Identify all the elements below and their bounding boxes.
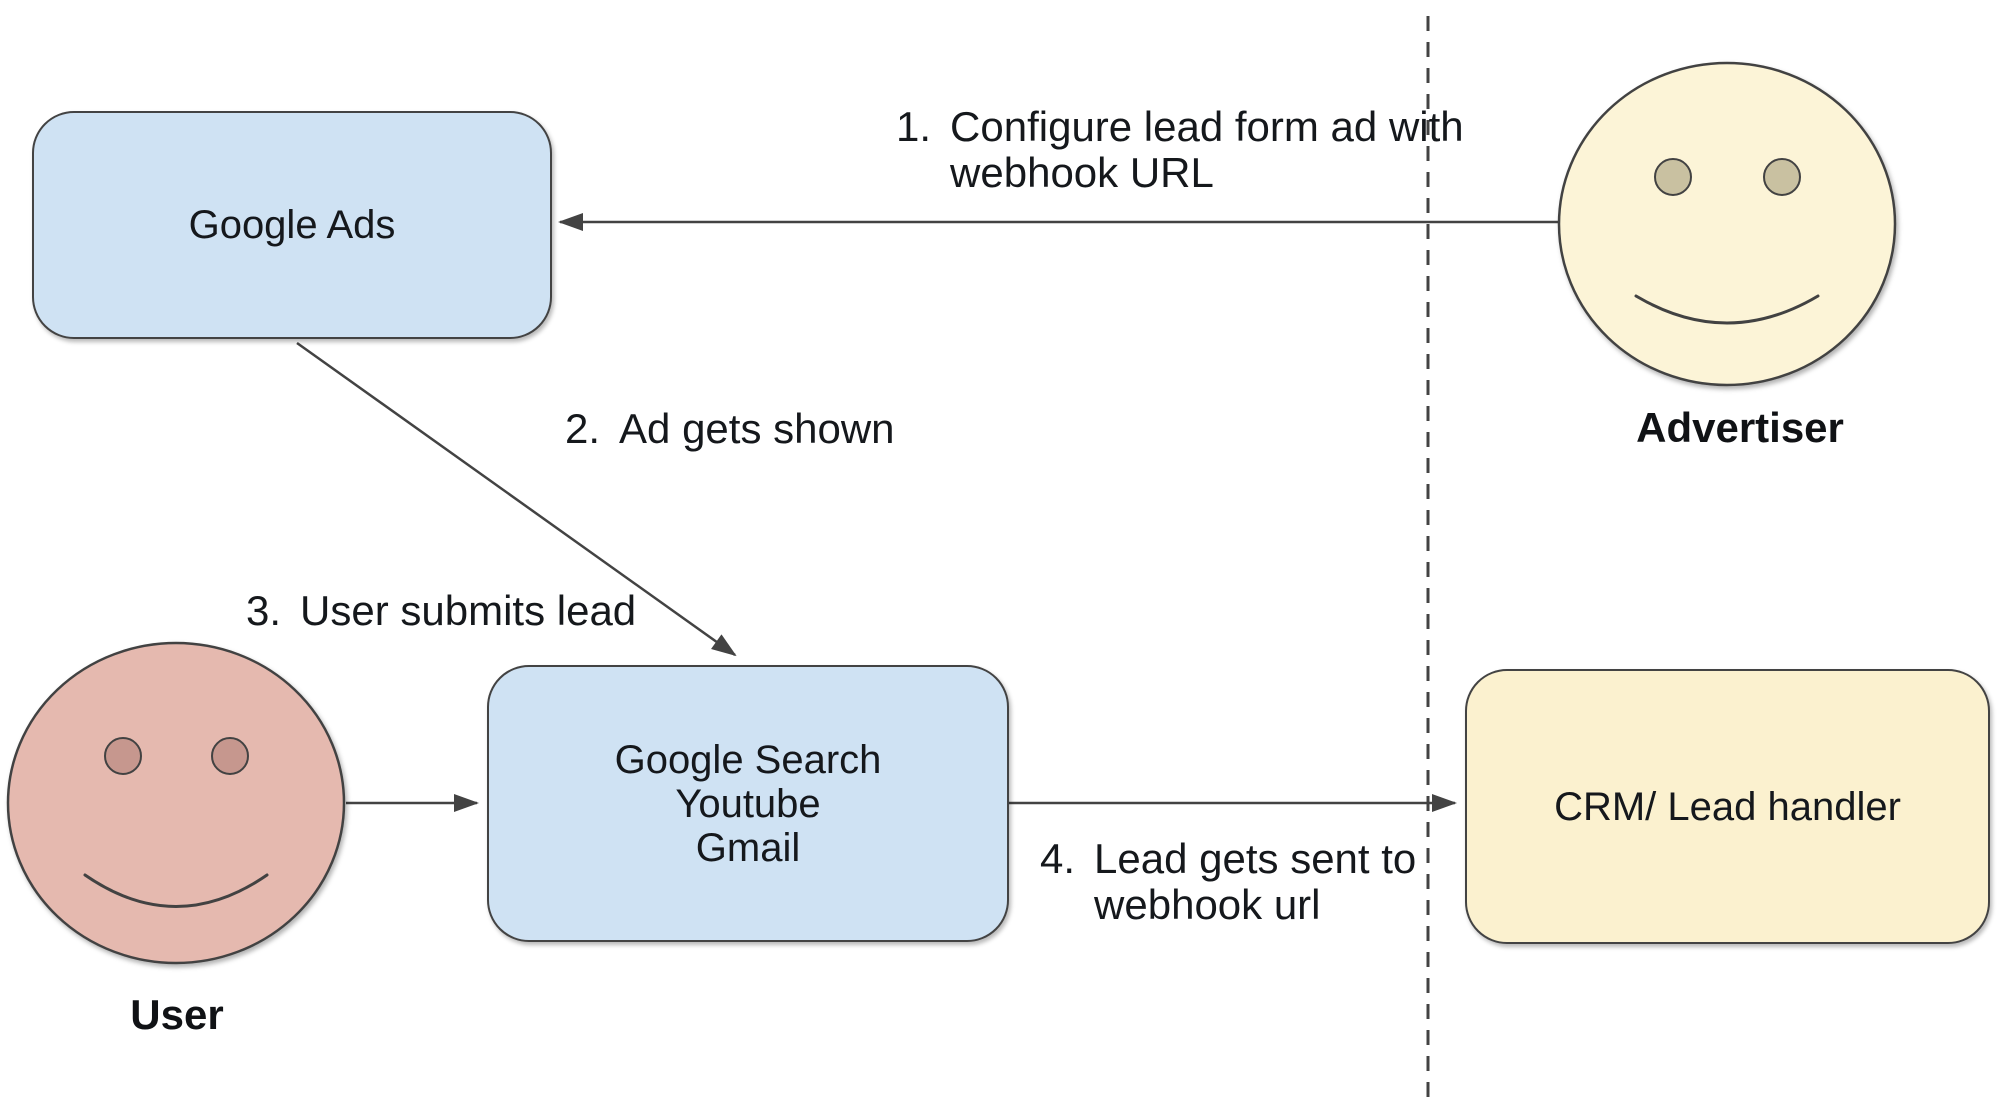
step1-label: 1. Configure lead form ad with webhook U… — [896, 104, 1464, 196]
step4-number: 4. — [1040, 835, 1076, 882]
node-google-surfaces: Google Search Youtube Gmail — [487, 665, 1009, 942]
node-google-ads-label: Google Ads — [188, 203, 396, 247]
step1-line2: webhook URL — [950, 149, 1214, 196]
step4-line1: Lead gets sent to — [1094, 835, 1417, 882]
node-google-surfaces-label: Google Search Youtube Gmail — [615, 738, 882, 870]
step3-text: User submits lead — [300, 588, 636, 634]
step4-text: Lead gets sent to webhook url — [1094, 836, 1416, 928]
user-face-head — [6, 641, 346, 965]
user-label: User — [130, 991, 224, 1038]
advertiser-left-eye-icon — [1654, 158, 1692, 196]
node-crm-label: CRM/ Lead handler — [1554, 784, 1901, 829]
user-smile-icon — [83, 873, 269, 908]
surface-line-youtube: Youtube — [675, 781, 821, 826]
user-left-eye-icon — [104, 737, 142, 775]
advertiser-right-eye-icon — [1763, 158, 1801, 196]
advertiser-smile-icon — [1634, 294, 1820, 325]
step3-number: 3. — [246, 587, 282, 634]
step1-number: 1. — [896, 103, 932, 150]
step1-line1: Configure lead form ad with — [950, 103, 1464, 150]
advertiser-face-icon — [1557, 61, 1897, 387]
step1-text: Configure lead form ad with webhook URL — [950, 104, 1464, 196]
user-face-icon — [6, 641, 346, 965]
advertiser-face-head — [1557, 61, 1897, 387]
step2-label: 2. Ad gets shown — [565, 406, 895, 452]
advertiser-label: Advertiser — [1636, 404, 1844, 451]
step3-line1: User submits lead — [300, 587, 637, 634]
step4-line2: webhook url — [1094, 881, 1321, 928]
arrow-step2 — [296, 341, 737, 657]
node-google-ads: Google Ads — [32, 111, 552, 339]
user-right-eye-icon — [211, 737, 249, 775]
step4-label: 4. Lead gets sent to webhook url — [1040, 836, 1416, 928]
node-crm: CRM/ Lead handler — [1465, 669, 1990, 944]
step2-number: 2. — [565, 405, 601, 452]
step2-text: Ad gets shown — [619, 406, 895, 452]
surface-line-google-search: Google Search — [614, 737, 882, 782]
surface-line-gmail: Gmail — [695, 825, 801, 870]
step3-label: 3. User submits lead — [246, 588, 636, 634]
step2-line1: Ad gets shown — [619, 405, 895, 452]
